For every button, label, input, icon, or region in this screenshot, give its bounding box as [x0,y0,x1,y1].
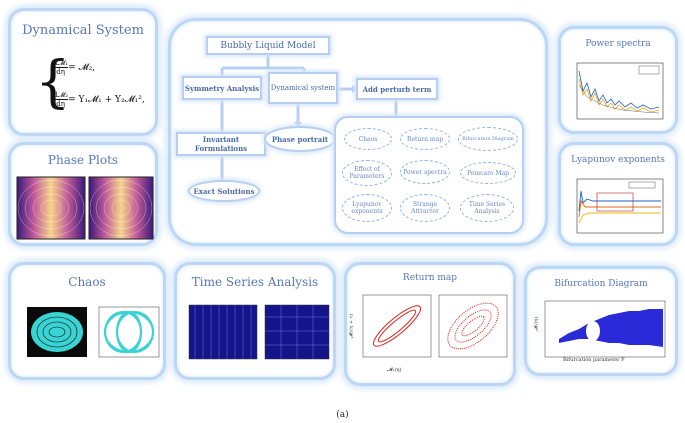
oval-power-spectra: Power spectra [400,160,450,184]
return-map-x-label: 𝓜₁(η) [387,367,402,373]
eq1-num: d𝓜₁ [53,59,69,68]
panel-title-power-spectra: Power spectra [585,39,651,49]
dynamical-system-box: Dynamical system [268,72,338,104]
oval-bifurcation-diagram: Bifurcation Diagram [458,127,518,151]
bifurcation-y-label: 𝓜₁(η) [533,316,540,332]
panel-title-dynamical-system: Dynamical System [22,23,144,38]
return-map-plot-left [362,294,432,358]
chaos-panel: Chaos [8,262,166,380]
lyapunov-panel: Lyapunov exponents [558,142,678,246]
eq1-den: dη [56,68,65,76]
invariant-formulations-box: Invariant Formulations [176,132,266,156]
time-series-plot-left [188,304,258,360]
add-perturb-term-box: Add perturb term [356,78,438,100]
phase-plots-panel: Phase Plots [8,142,158,246]
brace: { [35,50,71,115]
oval-lyapunov-exponents: Lyapunov exponents [342,194,392,222]
oval-effect-of-parameters: Effect of Parameters [342,160,392,186]
symmetry-analysis-box: Symmetry Analysis [182,76,262,100]
chaos-plot-right [98,306,160,358]
bifurcation-plot [544,300,666,358]
power-spectra-panel: Power spectra [558,26,678,134]
power-spectra-plot [576,62,664,120]
eq2-num: d𝓜₂ [53,91,69,100]
oval-time-series-analysis: Time Series Analysis [460,194,514,222]
figure-caption: (a) [336,410,349,420]
time-series-plot-right [264,304,330,360]
eq1-rhs: = 𝓜₂, [68,62,96,73]
equation-2: d𝓜₂ dη = Υ₁𝓜₁ + Υ₂𝓜₁², [53,91,145,108]
phase-portrait-oval: Phase portrait [264,126,336,152]
return-map-plot-right [438,294,508,358]
oval-chaos: Chaos [344,128,392,150]
return-map-panel: Return map 𝓜₁(η) 𝓜₁(η + τ) [344,262,516,386]
exact-solutions-oval: Exact Solutions [188,180,260,202]
oval-poincare-map: Poincare Map [460,162,516,184]
time-series-panel: Time Series Analysis [174,262,336,380]
bifurcation-x-label: Bifurcation parameter P [563,357,625,363]
return-map-y-label: 𝓜₁(η + τ) [348,313,355,339]
equation-system: { d𝓜₁ dη = 𝓜₂, d𝓜₂ dη = Υ₁𝓜₁ + Υ₂𝓜₁², [35,53,155,123]
panel-title-phase-plots: Phase Plots [47,153,119,167]
oval-return-map: Return map [400,128,450,150]
oval-strange-attractor: Strange Attractor [400,194,450,222]
chaos-plot-left [27,307,87,357]
eq2-den: dη [56,100,65,108]
bifurcation-panel: Bifurcation Diagram Bifurcation paramete… [524,266,678,376]
panel-title-return-map: Return map [402,273,458,283]
eq2-rhs: = Υ₁𝓜₁ + Υ₂𝓜₁², [68,94,145,105]
panel-title-time-series: Time Series Analysis [191,275,319,289]
panel-title-bifurcation: Bifurcation Diagram [554,279,648,289]
lyapunov-plot [576,178,664,234]
bubbly-liquid-model-box: Bubbly Liquid Model [206,36,330,55]
panel-title-lyapunov: Lyapunov exponents [571,155,665,165]
equation-1: d𝓜₁ dη = 𝓜₂, [53,59,95,76]
panel-title-chaos: Chaos [68,275,106,289]
phase-plot-right [88,176,154,240]
dynamical-system-panel: Dynamical System { d𝓜₁ dη = 𝓜₂, d𝓜₂ dη =… [8,8,158,136]
phase-plot-left [16,176,86,240]
